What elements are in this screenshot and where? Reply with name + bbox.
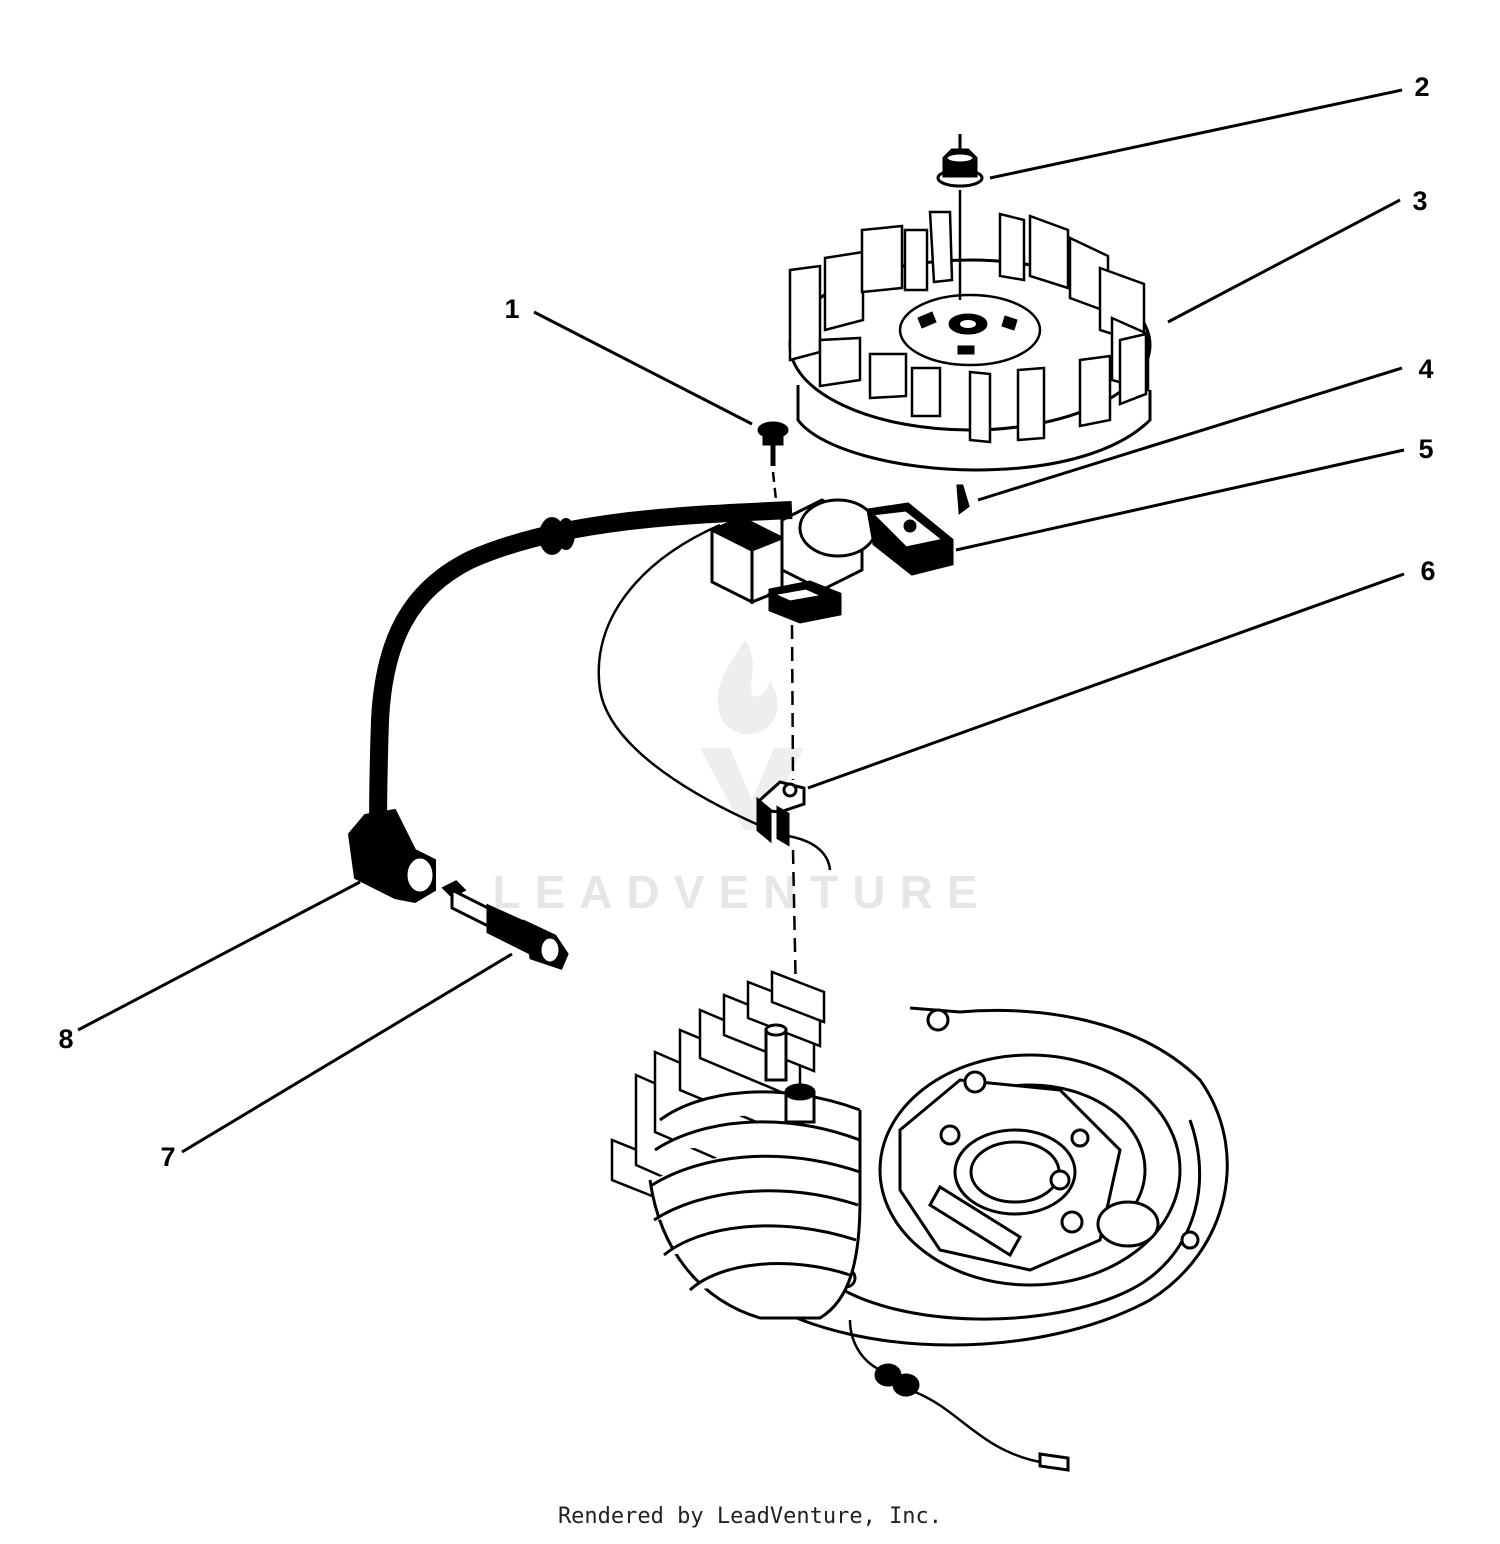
leader-line-8	[77, 880, 361, 1032]
callout-3: 3	[1412, 186, 1427, 216]
flywheel-drawing	[788, 210, 1152, 472]
callouts: 1 2 3 4 5 6 7 8	[58, 72, 1435, 1172]
watermark-text: LEADVENTURE	[492, 866, 991, 918]
callout-1: 1	[504, 294, 519, 324]
spark-plug-drawing	[441, 880, 569, 970]
footer-credit: Rendered by LeadVenture, Inc.	[557, 1504, 943, 1529]
engine-block-drawing	[610, 970, 1229, 1472]
callout-7: 7	[160, 1142, 175, 1172]
callout-6: 6	[1420, 556, 1435, 586]
leader-line-7	[181, 952, 513, 1154]
leader-line-3	[1167, 198, 1401, 324]
leader-lines	[77, 88, 1405, 1154]
leader-line-6	[807, 572, 1405, 790]
spark-plug-wire-drawing	[347, 501, 793, 904]
watermark: LEADVENTURE	[492, 640, 991, 918]
leader-line-2	[989, 88, 1403, 180]
watermark-flame-logo	[700, 640, 804, 830]
flywheel-key-drawing	[956, 484, 970, 515]
ignition-module-drawing	[708, 498, 954, 781]
callout-8: 8	[58, 1024, 73, 1054]
screw-drawing	[757, 421, 789, 501]
leader-line-5	[955, 448, 1405, 552]
callout-4: 4	[1418, 354, 1433, 384]
flywheel-nut-drawing	[936, 134, 984, 300]
callout-2: 2	[1414, 72, 1429, 102]
callout-5: 5	[1418, 434, 1433, 464]
leader-line-1	[533, 310, 753, 426]
leader-line-4	[977, 366, 1403, 502]
